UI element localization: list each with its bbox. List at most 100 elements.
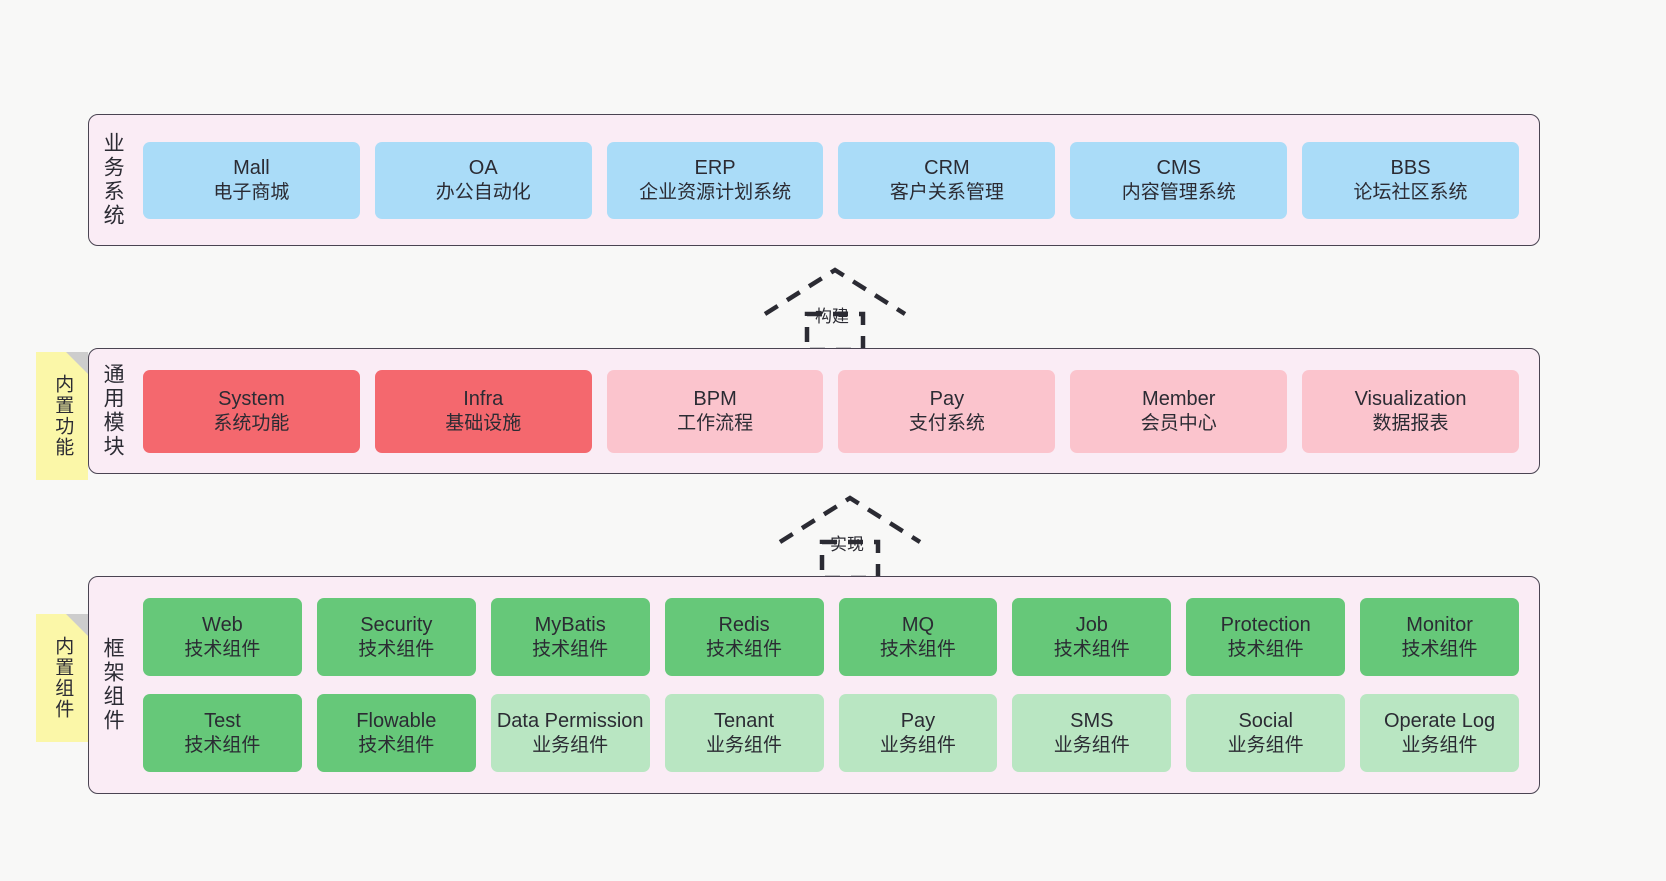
layer-business-system: 业务系统 Mall 电子商城 OA 办公自动化 ERP 企业资源计划系统 CRM… xyxy=(88,114,1540,246)
module-box-visualization[interactable]: Visualization 数据报表 xyxy=(1302,369,1519,453)
business-box-erp-desc: 企业资源计划系统 xyxy=(639,181,792,203)
framework-box-sms-desc: 业务组件 xyxy=(1053,734,1130,756)
framework-box-mybatis-desc: 技术组件 xyxy=(532,638,609,660)
framework-box-job-desc: 技术组件 xyxy=(1053,638,1130,660)
framework-box-social-name: Social xyxy=(1238,710,1293,733)
note-fold-icon xyxy=(66,614,88,636)
layer-business-system-title: 业务系统 xyxy=(101,132,125,228)
framework-box-test-name: Test xyxy=(204,710,241,733)
business-box-oa-desc: 办公自动化 xyxy=(435,181,531,203)
connector-implement-label: 实现 xyxy=(830,535,864,554)
framework-row-2: Test 技术组件 Flowable 技术组件 Data Permission … xyxy=(143,694,1519,772)
framework-box-monitor[interactable]: Monitor 技术组件 xyxy=(1360,598,1519,676)
framework-box-data-permission-desc: 业务组件 xyxy=(532,734,609,756)
business-box-bbs-name: BBS xyxy=(1390,157,1431,180)
business-box-cms-name: CMS xyxy=(1156,157,1201,180)
note-builtin-features-label: 内置功能 xyxy=(52,374,74,458)
framework-box-flowable[interactable]: Flowable 技术组件 xyxy=(316,694,476,772)
framework-box-social-desc: 业务组件 xyxy=(1227,734,1304,756)
framework-box-redis-desc: 技术组件 xyxy=(706,638,783,660)
module-box-infra-name: Infra xyxy=(463,388,504,411)
framework-box-tenant-desc: 业务组件 xyxy=(706,734,783,756)
layer-framework-components-body: Web 技术组件 Security 技术组件 MyBatis 技术组件 Redi… xyxy=(135,577,1539,793)
framework-box-web-desc: 技术组件 xyxy=(184,638,261,660)
business-box-bbs-desc: 论坛社区系统 xyxy=(1353,181,1468,203)
connector-build-label: 构建 xyxy=(815,307,849,326)
module-box-system[interactable]: System 系统功能 xyxy=(143,369,360,453)
framework-box-web[interactable]: Web 技术组件 xyxy=(143,598,302,676)
framework-box-test-desc: 技术组件 xyxy=(184,734,261,756)
module-box-pay-name: Pay xyxy=(929,388,965,411)
business-box-cms[interactable]: CMS 内容管理系统 xyxy=(1070,141,1288,219)
layer-framework-components: 框架组件 Web 技术组件 Security 技术组件 MyBatis 技术组件… xyxy=(88,576,1540,794)
framework-box-mybatis-name: MyBatis xyxy=(534,614,606,637)
framework-box-tenant[interactable]: Tenant 业务组件 xyxy=(664,694,824,772)
framework-box-redis-name: Redis xyxy=(718,614,770,637)
business-box-mall-name: Mall xyxy=(233,157,270,180)
business-box-crm-name: CRM xyxy=(924,157,970,180)
module-box-system-name: System xyxy=(218,388,285,411)
common-modules-row: System 系统功能 Infra 基础设施 BPM 工作流程 Pay 支付系统… xyxy=(143,369,1519,453)
module-box-member-desc: 会员中心 xyxy=(1140,412,1217,434)
note-fold-icon xyxy=(66,352,88,374)
framework-box-security-desc: 技术组件 xyxy=(358,638,435,660)
business-box-mall[interactable]: Mall 电子商城 xyxy=(143,141,360,219)
framework-box-mybatis[interactable]: MyBatis 技术组件 xyxy=(490,598,650,676)
framework-box-job[interactable]: Job 技术组件 xyxy=(1012,598,1172,676)
layer-common-modules-title: 通用模块 xyxy=(101,363,125,459)
framework-box-data-permission-name: Data Permission xyxy=(496,710,644,733)
framework-box-protection-name: Protection xyxy=(1220,614,1311,637)
framework-box-tenant-name: Tenant xyxy=(714,710,775,733)
framework-box-redis[interactable]: Redis 技术组件 xyxy=(664,598,824,676)
module-box-member-name: Member xyxy=(1142,388,1216,411)
framework-box-mq[interactable]: MQ 技术组件 xyxy=(838,598,998,676)
framework-box-mq-name: MQ xyxy=(901,614,935,637)
framework-box-mq-desc: 技术组件 xyxy=(879,638,956,660)
business-box-oa-name: OA xyxy=(468,157,498,180)
framework-box-sms-name: SMS xyxy=(1070,710,1114,733)
business-box-erp[interactable]: ERP 企业资源计划系统 xyxy=(606,141,824,219)
business-box-erp-name: ERP xyxy=(694,157,736,180)
module-box-pay-desc: 支付系统 xyxy=(908,412,985,434)
module-box-bpm-desc: 工作流程 xyxy=(677,412,754,434)
framework-box-security-name: Security xyxy=(360,614,433,637)
layer-common-modules: 通用模块 System 系统功能 Infra 基础设施 BPM 工作流程 Pay… xyxy=(88,348,1540,474)
module-box-pay[interactable]: Pay 支付系统 xyxy=(838,369,1056,453)
framework-box-job-name: Job xyxy=(1075,614,1108,637)
framework-box-security[interactable]: Security 技术组件 xyxy=(316,598,476,676)
connector-build-arrow: 构建 xyxy=(755,262,915,353)
framework-box-protection[interactable]: Protection 技术组件 xyxy=(1186,598,1346,676)
framework-box-pay[interactable]: Pay 业务组件 xyxy=(838,694,998,772)
note-builtin-components: 内置组件 xyxy=(36,614,88,742)
module-box-bpm[interactable]: BPM 工作流程 xyxy=(606,369,824,453)
framework-box-operate-log-desc: 业务组件 xyxy=(1401,734,1478,756)
business-box-crm[interactable]: CRM 客户关系管理 xyxy=(838,141,1056,219)
framework-box-operate-log[interactable]: Operate Log 业务组件 xyxy=(1360,694,1519,772)
framework-box-operate-log-name: Operate Log xyxy=(1383,710,1496,733)
module-box-infra[interactable]: Infra 基础设施 xyxy=(374,369,592,453)
layer-business-system-body: Mall 电子商城 OA 办公自动化 ERP 企业资源计划系统 CRM 客户关系… xyxy=(135,115,1539,245)
framework-box-pay-desc: 业务组件 xyxy=(879,734,956,756)
module-box-visualization-name: Visualization xyxy=(1354,388,1467,411)
business-box-bbs[interactable]: BBS 论坛社区系统 xyxy=(1302,141,1519,219)
framework-box-monitor-name: Monitor xyxy=(1406,614,1473,637)
module-box-visualization-desc: 数据报表 xyxy=(1372,412,1449,434)
module-box-system-desc: 系统功能 xyxy=(213,412,290,434)
framework-box-flowable-name: Flowable xyxy=(356,710,437,733)
business-box-cms-desc: 内容管理系统 xyxy=(1121,181,1236,203)
connector-implement-arrow: 实现 xyxy=(770,490,930,581)
module-box-infra-desc: 基础设施 xyxy=(445,412,522,434)
framework-box-protection-desc: 技术组件 xyxy=(1227,638,1304,660)
business-system-row: Mall 电子商城 OA 办公自动化 ERP 企业资源计划系统 CRM 客户关系… xyxy=(143,141,1519,219)
framework-box-data-permission[interactable]: Data Permission 业务组件 xyxy=(490,694,650,772)
module-box-member[interactable]: Member 会员中心 xyxy=(1070,369,1288,453)
framework-box-social[interactable]: Social 业务组件 xyxy=(1186,694,1346,772)
framework-box-test[interactable]: Test 技术组件 xyxy=(143,694,302,772)
note-builtin-features: 内置功能 xyxy=(36,352,88,480)
business-box-oa[interactable]: OA 办公自动化 xyxy=(374,141,592,219)
framework-box-monitor-desc: 技术组件 xyxy=(1401,638,1478,660)
framework-row-1: Web 技术组件 Security 技术组件 MyBatis 技术组件 Redi… xyxy=(143,598,1519,676)
module-box-bpm-name: BPM xyxy=(693,388,737,411)
framework-box-sms[interactable]: SMS 业务组件 xyxy=(1012,694,1172,772)
